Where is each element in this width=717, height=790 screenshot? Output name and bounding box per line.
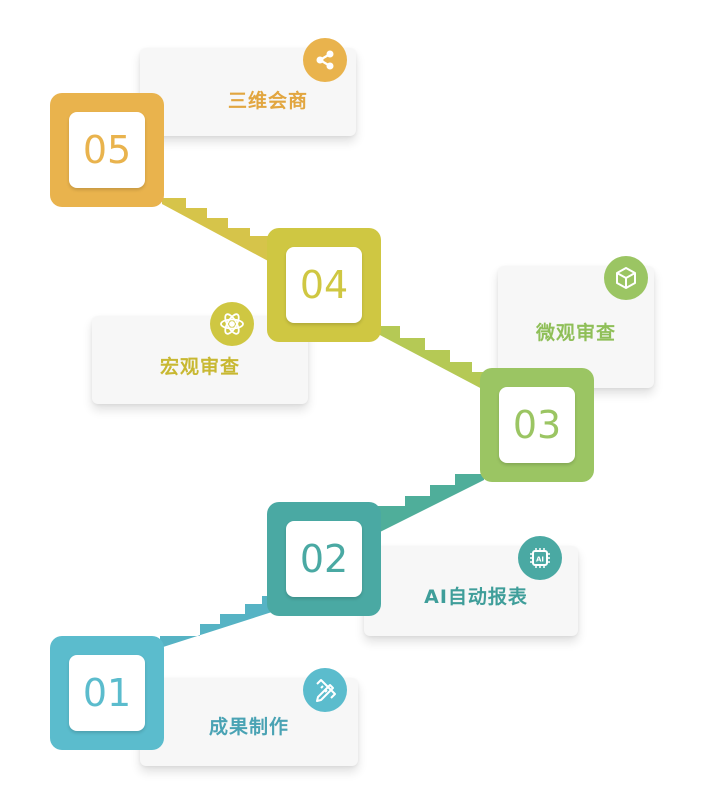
- step-01-number: 01: [82, 671, 132, 715]
- stair-04-05: [162, 198, 270, 262]
- card-04-label: 宏观审查: [159, 356, 240, 378]
- ai-chip-icon: AI: [518, 536, 562, 580]
- card-02-label: AI自动报表: [424, 586, 528, 608]
- step-03-number: 03: [512, 403, 562, 447]
- atom-icon: [210, 302, 254, 346]
- step-04: 04: [267, 228, 381, 342]
- share-icon: [303, 38, 347, 82]
- card-03-label: 微观审查: [535, 322, 616, 344]
- stair-03-04: [378, 326, 484, 390]
- stair-02-03: [378, 474, 484, 532]
- step-02: 02: [267, 502, 381, 616]
- stair-01-02: [160, 596, 272, 648]
- step-01: 01: [50, 636, 164, 750]
- pencil-ruler-icon: [303, 668, 347, 712]
- step-05: 05: [50, 93, 164, 207]
- step-03: 03: [480, 368, 594, 482]
- ai-chip-text: AI: [536, 556, 544, 564]
- step-04-number: 04: [299, 263, 349, 307]
- card-04: 宏观审查: [92, 316, 308, 404]
- card-05-label: 三维会商: [227, 90, 308, 112]
- step-05-number: 05: [82, 128, 132, 172]
- cube-icon: [604, 256, 648, 300]
- card-01-label: 成果制作: [208, 716, 289, 738]
- step-02-number: 02: [299, 537, 349, 581]
